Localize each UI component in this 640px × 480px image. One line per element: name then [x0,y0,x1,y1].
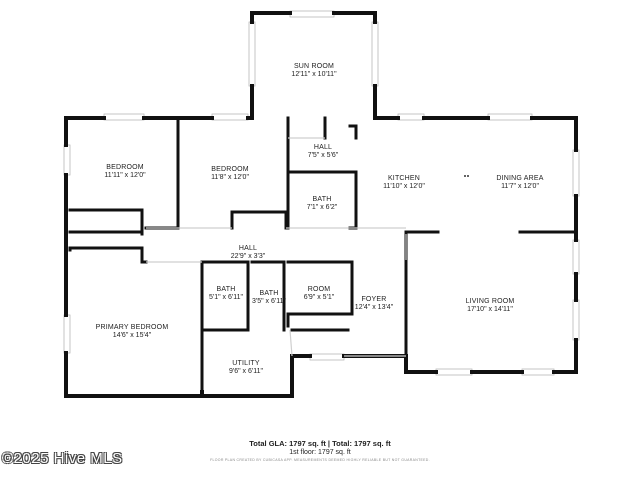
room-dimensions: 11'7" x 12'0" [501,183,539,191]
room-name: BEDROOM [211,166,249,173]
door-marks [146,137,407,357]
room-name: HALL [238,245,258,252]
room-label-bath-a: BATH 5'1" x 6'11" [201,286,251,302]
room-dimensions: 11'8" x 12'0" [211,174,249,182]
room-name: SUN ROOM [293,63,335,70]
room-dimensions: 22'9" x 3'3" [230,253,266,261]
plan-footer: Total GLA: 1797 sq. ft | Total: 1797 sq.… [160,439,480,462]
room-name: DINING AREA [496,175,544,182]
room-dimensions: 5'1" x 6'11" [209,294,243,302]
room-dimensions: 9'6" x 6'11" [229,368,263,376]
room-name: LIVING ROOM [465,298,515,305]
room-label-bedroom-1: BEDROOM 11'11" x 12'0" [75,164,175,180]
exterior-walls [64,11,578,398]
room-dimensions: 12'11" x 10'11" [291,71,337,79]
room-dimensions: 17'10" x 14'11" [467,306,513,314]
room-name: ROOM [307,286,331,293]
total-gla-text: Total GLA: 1797 sq. ft | Total: 1797 sq.… [249,439,391,448]
room-label-room: ROOM 6'9" x 5'1" [294,286,344,302]
room-name: BEDROOM [106,164,144,171]
room-dimensions: 11'11" x 12'0" [104,172,146,180]
room-dimensions: 6'9" x 5'1" [303,294,335,302]
room-label-hall-upper: HALL 7'5" x 5'6" [283,144,363,160]
copyright-watermark: ©2025 Hive MLS [2,450,123,467]
room-name: BATH [216,286,236,293]
floor-area-text: 1st floor: 1797 sq. ft [289,449,351,456]
room-dimensions: 3'5" x 6'11" [252,298,286,306]
disclaimer-text: FLOOR PLAN CREATED BY CUBICASA APP. MEAS… [210,458,430,462]
room-label-hall-main: HALL 22'9" x 3'3" [208,245,288,261]
room-label-sun-room: SUN ROOM 12'11" x 10'11" [264,63,364,79]
room-label-primary-bedroom: PRIMARY BEDROOM 14'6" x 15'4" [82,324,182,340]
room-label-bath-b: BATH 3'5" x 6'11" [248,290,290,306]
room-label-bedroom-2: BEDROOM 11'8" x 12'0" [180,166,280,182]
room-name: UTILITY [232,360,260,367]
room-name: BATH [259,290,279,297]
room-label-kitchen: KITCHEN 11'10" x 12'0" [364,175,444,191]
room-label-dining-area: DINING AREA 11'7" x 12'0" [480,175,560,191]
room-name: KITCHEN [387,175,421,182]
room-label-foyer: FOYER 12'4" x 13'4" [345,296,403,312]
room-label-bath-upper: BATH 7'1" x 6'2" [282,196,362,212]
fixture-dots [464,175,469,177]
room-dimensions: 7'1" x 6'2" [306,204,338,212]
room-name: PRIMARY BEDROOM [95,324,169,331]
room-label-living-room: LIVING ROOM 17'10" x 14'11" [450,298,530,314]
room-name: HALL [313,144,333,151]
room-dimensions: 11'10" x 12'0" [383,183,425,191]
room-dimensions: 7'5" x 5'6" [307,152,339,160]
interior-walls [68,116,578,398]
room-name: FOYER [361,296,387,303]
room-dimensions: 12'4" x 13'4" [354,304,394,312]
room-label-utility: UTILITY 9'6" x 6'11" [208,360,284,376]
room-name: BATH [312,196,332,203]
room-dimensions: 14'6" x 15'4" [112,332,152,340]
